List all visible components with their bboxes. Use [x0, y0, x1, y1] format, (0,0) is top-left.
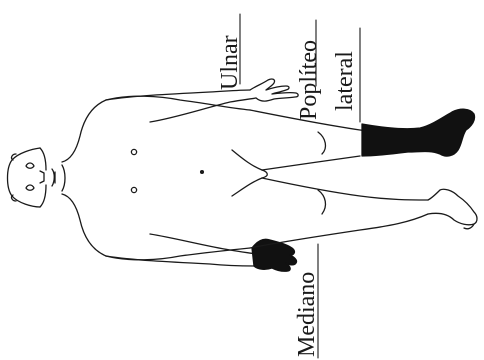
label-lateral: lateral [333, 51, 357, 111]
navel [201, 171, 204, 174]
mouth [52, 169, 54, 186]
label-ulnar: Ulnar [218, 35, 242, 90]
leg-popliteo-shaded [362, 109, 475, 156]
left-eye [26, 185, 34, 190]
head [8, 148, 66, 207]
leg-right [250, 178, 477, 248]
torso [106, 96, 267, 260]
nipple-bottom [131, 187, 136, 192]
hand-ulnar [250, 79, 298, 101]
label-mediano: Mediano [295, 272, 319, 357]
nipple-top [131, 149, 136, 154]
arm-mediano [106, 234, 256, 266]
right-eye [26, 163, 34, 168]
label-popliteo: Poplíteo [297, 40, 321, 120]
neck-shoulders [62, 100, 106, 256]
nose [40, 171, 44, 183]
foot [428, 189, 477, 225]
arm-ulnar [106, 79, 298, 122]
